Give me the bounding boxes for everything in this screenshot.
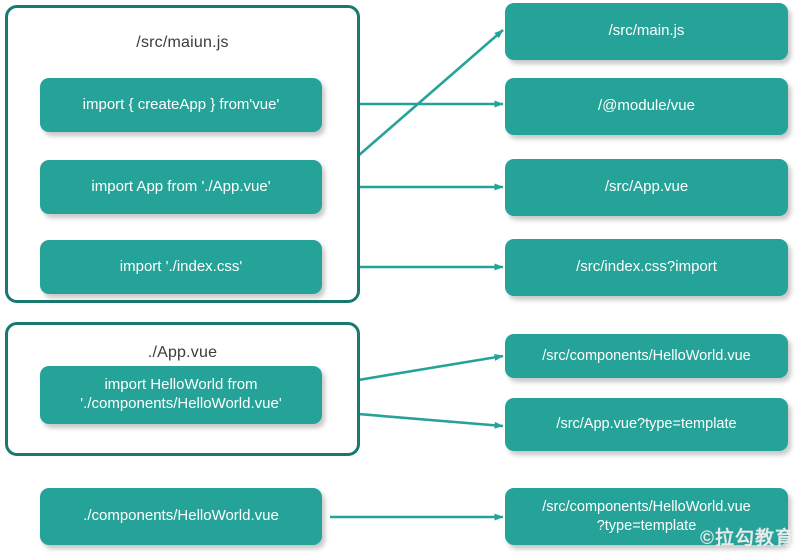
node-src-components-helloworld-vue-template[interactable]: /src/components/HelloWorld.vue ?type=tem… (505, 488, 788, 545)
node-src-app-vue[interactable]: /src/App.vue (505, 159, 788, 216)
node-src-app-vue-template[interactable]: /src/App.vue?type=template (505, 398, 788, 451)
edge-group-to-main-js (357, 29, 504, 157)
node-module-vue[interactable]: /@module/vue (505, 78, 788, 135)
node-src-index-css-import[interactable]: /src/index.css?import (505, 239, 788, 296)
node-import-index-css[interactable]: import './index.css' (40, 240, 322, 294)
node-import-app[interactable]: import App from './App.vue' (40, 160, 322, 214)
node-src-components-helloworld-vue[interactable]: /src/components/HelloWorld.vue (505, 334, 788, 378)
group-main-js-title: /src/maiun.js (136, 34, 229, 51)
node-src-main-js[interactable]: /src/main.js (505, 3, 788, 60)
node-import-createapp[interactable]: import { createApp } from'vue' (40, 78, 322, 132)
node-import-helloworld[interactable]: import HelloWorld from './components/Hel… (40, 366, 322, 424)
node-components-helloworld-vue[interactable]: ./components/HelloWorld.vue (40, 488, 322, 545)
group-app-vue-title: ./App.vue (147, 344, 218, 361)
